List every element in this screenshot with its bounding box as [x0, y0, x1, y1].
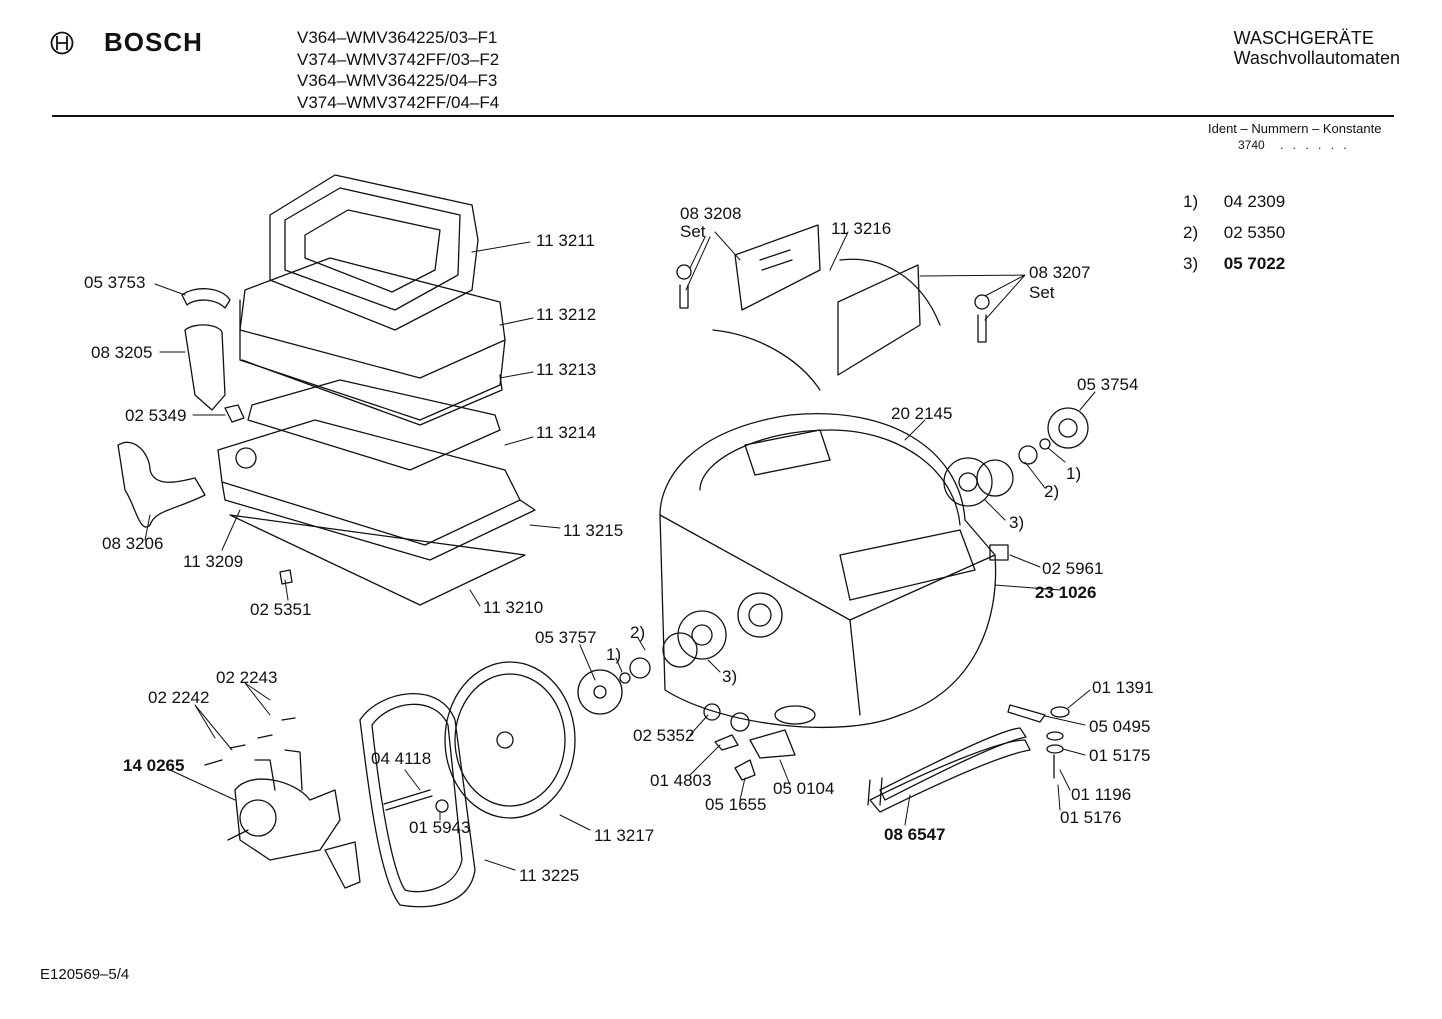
part-label: 02 2243 [216, 668, 278, 687]
part-label: Set [1029, 283, 1055, 302]
part-label: 11 3215 [563, 521, 624, 540]
part-label: 05 0104 [773, 779, 835, 798]
part-label: 08 3208 [680, 204, 742, 223]
part-label: 1) [1066, 464, 1082, 483]
part-label: 04 4118 [371, 749, 432, 768]
part-label: 05 0495 [1089, 717, 1151, 736]
brand-name: BOSCH [104, 27, 203, 57]
part-label: 01 1391 [1092, 678, 1154, 697]
part-label: 11 3225 [519, 866, 580, 885]
legend-key: 2) [1183, 223, 1199, 242]
part-label: 20 2145 [891, 404, 953, 423]
part-label: 08 3207 [1029, 263, 1091, 282]
legend-row: 1) 04 2309 [1183, 192, 1285, 223]
part-label: 11 3214 [536, 423, 597, 442]
detergent-drawer-drawing [217, 174, 536, 606]
part-label: 08 6547 [884, 825, 946, 844]
category-block: WASCHGERÄTE Waschvollautomaten [1234, 28, 1400, 68]
part-label: 05 3757 [535, 628, 597, 647]
tub-drawing [659, 413, 1009, 728]
part-label: 11 3216 [831, 219, 892, 238]
bosch-logo-icon [50, 31, 74, 55]
document-code: E120569–5/4 [40, 966, 130, 983]
part-label: 02 5961 [1042, 559, 1104, 578]
part-label: 02 2242 [148, 688, 210, 707]
part-label: 3) [722, 667, 738, 686]
part-label: 01 5175 [1089, 746, 1151, 765]
leader-lines [144, 231, 1096, 871]
part-label: 02 5352 [633, 726, 695, 745]
bearing-flanges-drawing [577, 407, 1089, 715]
pulley-belt-motor-drawing [204, 661, 576, 908]
part-label: 3) [1009, 513, 1025, 532]
part-label: 11 3213 [536, 360, 597, 379]
legend-row: 3) 05 7022 [1183, 254, 1285, 285]
legend-key: 3) [1183, 254, 1199, 273]
model-line: V364–WMV364225/03–F1 [297, 28, 498, 47]
part-label: 05 1655 [705, 795, 767, 814]
part-label: 01 5943 [409, 818, 471, 837]
header-divider [52, 115, 1394, 117]
part-label: 01 4803 [650, 771, 712, 790]
part-label: 1) [606, 645, 622, 664]
category-title: WASCHGERÄTE [1233, 28, 1374, 48]
baffles-drawing [676, 224, 990, 391]
category-subtitle: Waschvollautomaten [1233, 48, 1400, 68]
part-label: 05 3753 [84, 273, 146, 292]
ident-value: 3740 [1238, 138, 1265, 152]
model-list: V364–WMV364225/03–F1 V374–WMV3742FF/03–F… [297, 27, 499, 113]
part-label: 11 3212 [536, 305, 597, 324]
hoses-drawing [117, 288, 245, 528]
part-label: 23 1026 [1035, 583, 1097, 602]
part-label: 14 0265 [123, 756, 185, 775]
part-label: 2) [1044, 482, 1060, 501]
legend-key: 1) [1183, 192, 1199, 211]
legend-row: 2) 02 5350 [1183, 223, 1285, 254]
part-label: 02 5349 [125, 406, 187, 425]
part-label: 05 3754 [1077, 375, 1139, 394]
part-label: 11 3211 [536, 231, 595, 250]
part-label: 11 3209 [183, 552, 244, 571]
model-line: V374–WMV3742FF/04–F4 [297, 92, 500, 112]
heater-drawing [867, 704, 1070, 813]
part-label: 11 3217 [594, 826, 655, 845]
small-parts-drawing [279, 569, 796, 781]
part-label: 01 5176 [1060, 808, 1122, 827]
part-label: 08 3206 [102, 534, 164, 553]
part-label: 08 3205 [91, 343, 153, 362]
ident-dots: . . . . . . [1280, 138, 1350, 152]
legend-value: 05 7022 [1223, 254, 1286, 273]
part-label: Set [680, 222, 706, 241]
part-label: 02 5351 [250, 600, 312, 619]
part-label: 11 3210 [483, 598, 544, 617]
part-label: 01 1196 [1071, 785, 1132, 804]
model-line: V364–WMV364225/04–F3 [297, 71, 498, 90]
legend-value: 02 5350 [1223, 223, 1286, 242]
ident-title: Ident – Nummern – Konstante [1208, 121, 1382, 136]
model-line: V374–WMV3742FF/03–F2 [297, 49, 500, 69]
part-label: 2) [630, 623, 646, 642]
legend-value: 04 2309 [1223, 192, 1286, 211]
legend: 1) 04 2309 2) 02 5350 3) 05 7022 [1183, 192, 1285, 285]
